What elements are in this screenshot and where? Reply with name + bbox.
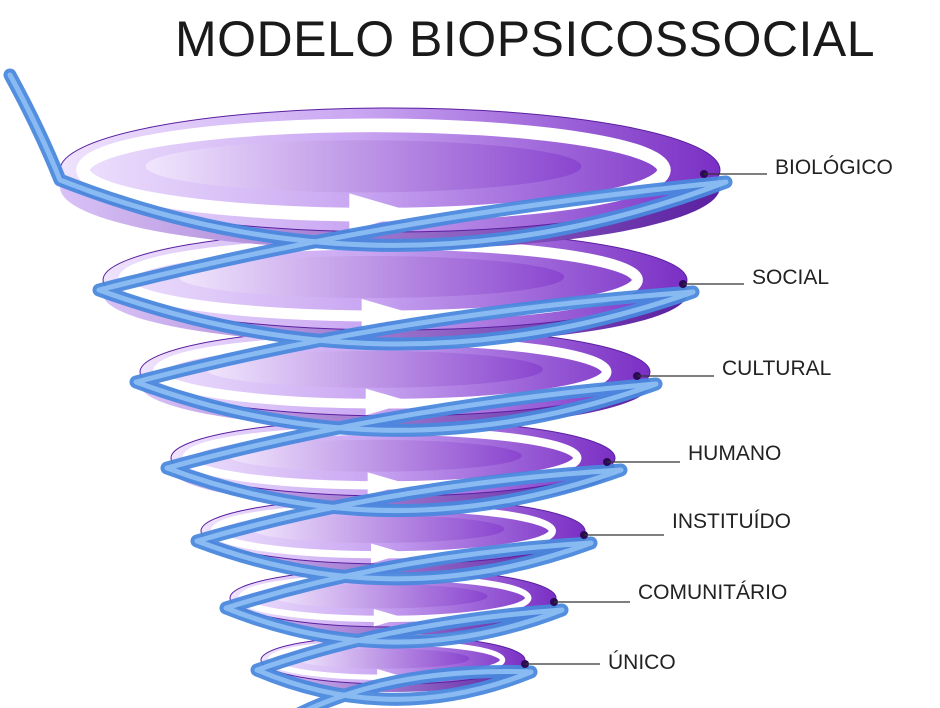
rotation-arrow-icon: [365, 388, 412, 416]
level-label: CULTURAL: [722, 357, 832, 380]
rotation-arrow-icon: [349, 193, 415, 231]
disc-inner: [206, 350, 543, 388]
disc-inner: [250, 515, 505, 543]
rotation-arrow-icon: [371, 543, 406, 564]
rotation-arrow-icon: [373, 608, 405, 627]
level-label: SOCIAL: [752, 266, 830, 289]
disc-inner: [272, 584, 488, 609]
disc-inner: [228, 439, 522, 472]
level-label: COMUNITÁRIO: [638, 581, 788, 604]
disc-inner: [178, 256, 565, 298]
level-label: ÚNICO: [608, 651, 676, 674]
disc-inner: [295, 648, 470, 669]
disc-inner: [145, 140, 582, 193]
level-label: INSTITUÍDO: [672, 510, 791, 533]
spiral-ribbon-highlight: [7, 72, 729, 708]
level-label: HUMANO: [688, 442, 782, 465]
page-title: MODELO BIOPSICOSSOCIAL: [174, 11, 876, 67]
rotation-arrow-icon: [361, 298, 414, 330]
rotation-arrow-icon: [367, 472, 408, 496]
level-label: BIOLÓGICO: [775, 156, 893, 179]
